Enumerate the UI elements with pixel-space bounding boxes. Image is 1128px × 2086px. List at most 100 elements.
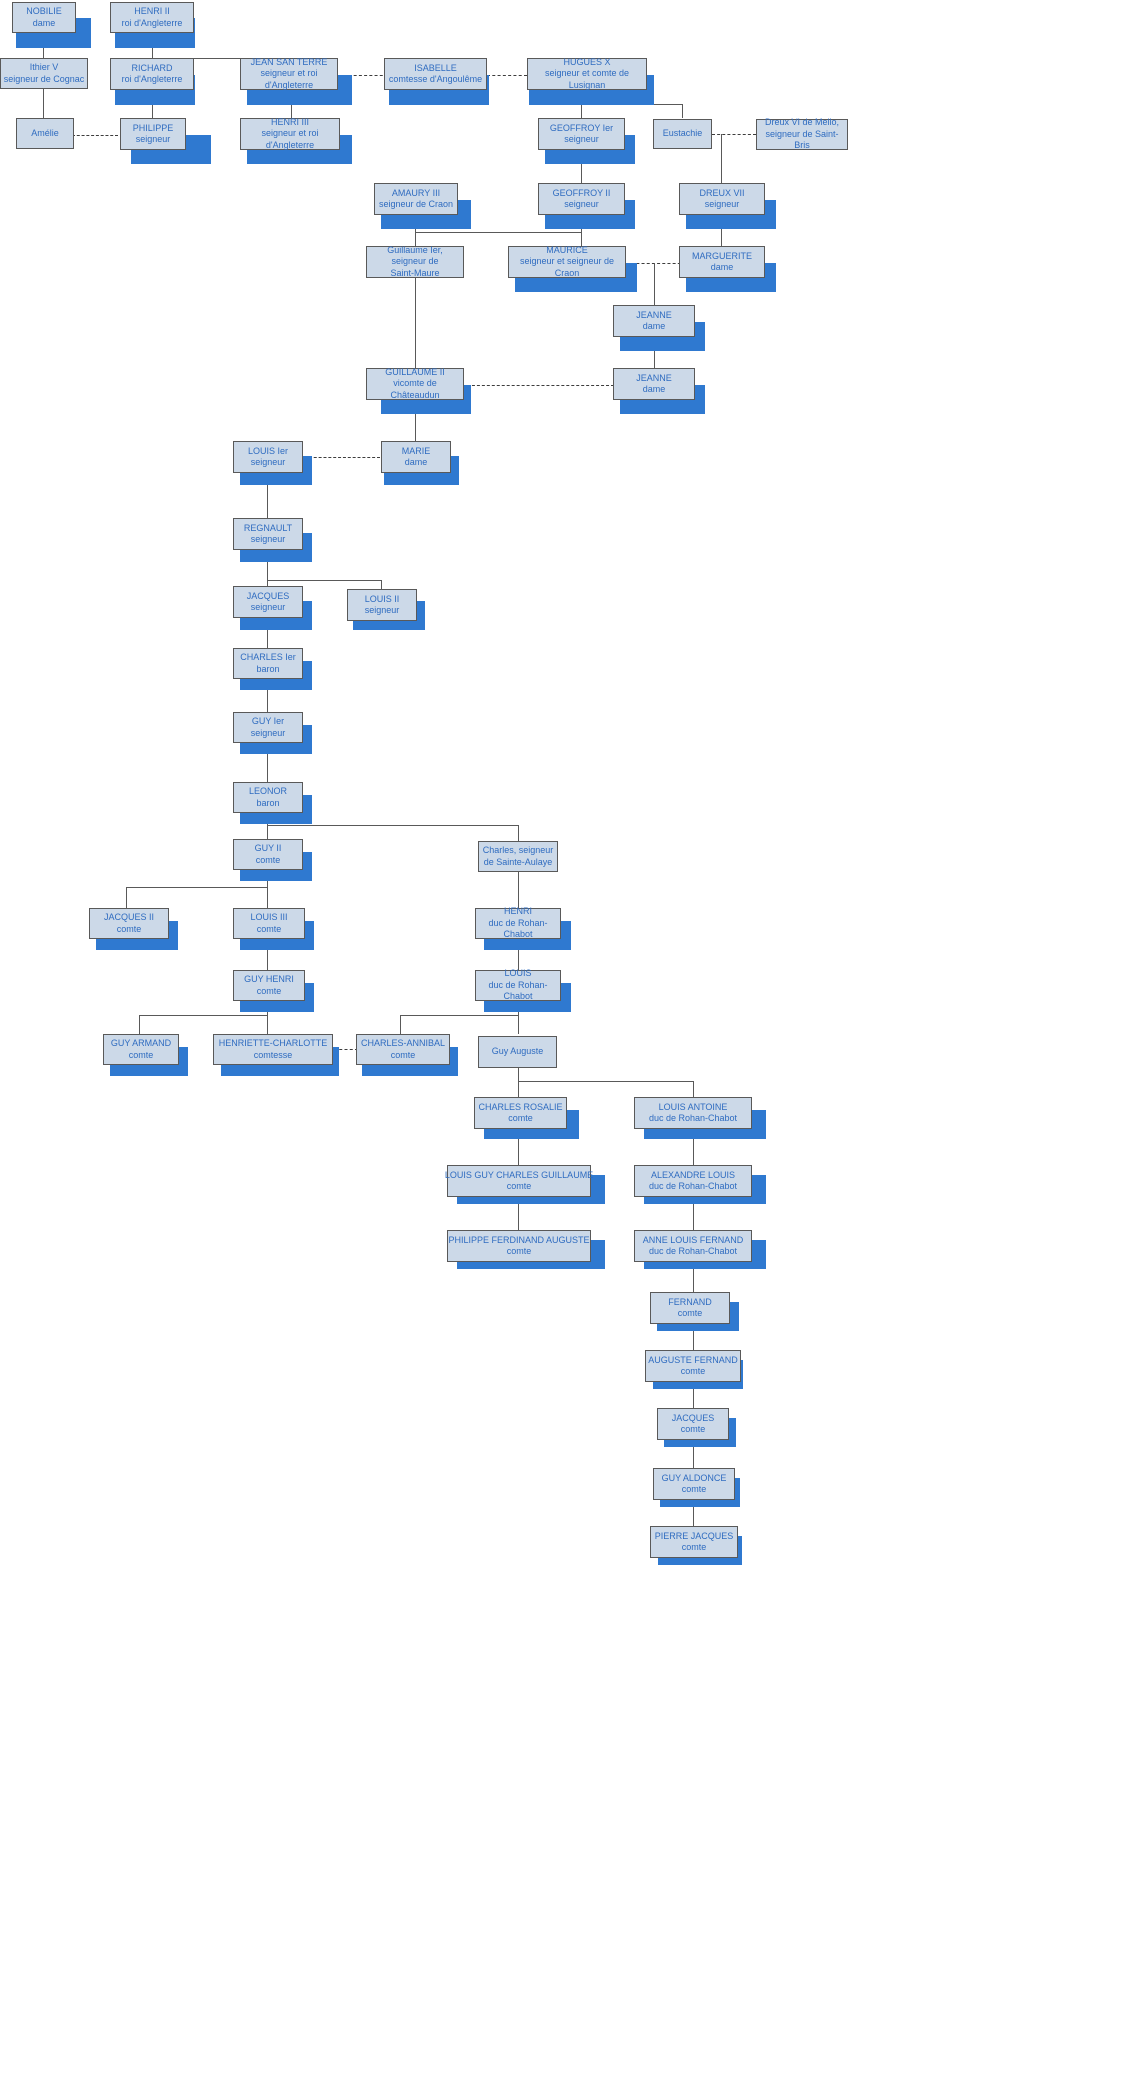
person-node-nobilie[interactable]: NOBILIE dame: [12, 2, 76, 33]
person-node-louis2[interactable]: LOUIS II seigneur: [347, 589, 417, 621]
person-node-huguesx[interactable]: HUGUES X seigneur et comte de Lusignan: [527, 56, 647, 90]
person-node-henri-rohan-chabot[interactable]: HENRI duc de Rohan-Chabot: [475, 906, 561, 939]
connector-line: [267, 742, 268, 782]
person-node-fernand[interactable]: FERNAND comte: [650, 1292, 730, 1324]
connector-line: [518, 1129, 519, 1165]
person-title: dame: [32, 17, 56, 28]
person-title: comtesse: [253, 1049, 293, 1060]
connector-line: [693, 1500, 694, 1526]
person-title: roi d'Angleterre: [121, 17, 183, 28]
person-node-regnault[interactable]: REGNAULT seigneur: [233, 518, 303, 550]
person-node-jeanne2[interactable]: JEANNE dame: [613, 368, 695, 400]
person-name: JACQUES: [246, 590, 290, 601]
person-title: dame: [710, 262, 734, 272]
person-node-augustefernand[interactable]: AUGUSTE FERNAND comte: [645, 1350, 741, 1382]
person-title: comte: [506, 1181, 532, 1191]
person-node-eustachie[interactable]: Eustachie: [653, 119, 712, 149]
person-node-richard[interactable]: RICHARD roi d'Angleterre: [110, 58, 194, 90]
connector-line: [126, 887, 127, 908]
person-name: LEONOR: [248, 786, 287, 796]
person-name: REGNAULT: [243, 522, 293, 533]
person-title: seigneur: [564, 199, 599, 209]
person-node-ithier5[interactable]: Ithier V seigneur de Cognac: [0, 58, 88, 89]
person-name: HUGUES X: [563, 56, 611, 67]
marriage-line: [304, 457, 380, 458]
person-node-guillaume1[interactable]: Guillaume Ier, seigneur de Saint-Maure: [366, 245, 464, 278]
person-name: GUY HENRI: [244, 974, 294, 984]
connector-line: [654, 263, 655, 305]
person-node-jeanne1[interactable]: JEANNE dame: [613, 305, 695, 337]
connector-line: [267, 825, 518, 826]
person-node-louisguy[interactable]: LOUIS GUY CHARLES GUILLAUME comte: [445, 1165, 593, 1197]
person-node-guyhenri[interactable]: GUY HENRI comte: [233, 970, 305, 1001]
person-title: de Sainte-Aulaye: [483, 856, 553, 867]
person-node-guy2[interactable]: GUY II comte: [233, 839, 303, 870]
person-title: comte: [506, 1246, 532, 1256]
person-node-louis3[interactable]: LOUIS III comte: [233, 908, 305, 939]
person-node-pierrejacques[interactable]: PIERRE JACQUES comte: [650, 1526, 738, 1558]
connector-line: [267, 939, 268, 971]
person-node-charles1[interactable]: CHARLES Ier baron: [233, 648, 303, 679]
person-node-louisantoine[interactable]: LOUIS ANTOINE duc de Rohan-Chabot: [634, 1097, 752, 1129]
person-node-alexandre[interactable]: ALEXANDRE LOUIS duc de Rohan-Chabot: [634, 1165, 752, 1197]
person-node-dreux7[interactable]: DREUX VII seigneur: [679, 183, 765, 215]
person-title: seigneur: [364, 605, 400, 615]
person-node-louis-rohan-chabot[interactable]: LOUIS duc de Rohan-Chabot: [475, 968, 561, 1002]
person-name: Ithier V: [29, 62, 59, 72]
connector-line: [518, 939, 519, 971]
connector-line: [267, 825, 268, 839]
person-name: LOUIS III: [250, 912, 288, 922]
marriage-line: [462, 385, 614, 386]
person-node-guillaume2[interactable]: GUILLAUME II vicomte de Châteaudun: [366, 367, 464, 400]
person-node-maurice[interactable]: MAURICE seigneur et seigneur de Craon: [508, 245, 626, 278]
person-node-dreux6[interactable]: Dreux VI de Mello, seigneur de Saint-Bri…: [756, 117, 848, 151]
person-node-amaury3[interactable]: AMAURY III seigneur de Craon: [374, 183, 458, 215]
person-node-jacques[interactable]: JACQUES seigneur: [233, 586, 303, 618]
person-title: seigneur: [704, 199, 740, 209]
connector-line: [693, 1262, 694, 1292]
person-node-guyauguste[interactable]: Guy Auguste: [478, 1036, 557, 1068]
person-node-geoffroy2[interactable]: GEOFFROY II seigneur: [538, 183, 625, 215]
person-title: comte: [390, 1049, 416, 1060]
connector-line: [693, 1129, 694, 1165]
person-title: comte: [255, 854, 281, 865]
person-name: GUY ALDONCE: [661, 1472, 727, 1483]
connector-line: [518, 1197, 519, 1230]
person-node-philippe[interactable]: PHILIPPE seigneur: [120, 118, 186, 150]
person-node-leonor[interactable]: LEONOR baron: [233, 782, 303, 813]
connector-line: [693, 1324, 694, 1350]
person-node-guy1[interactable]: GUY Ier seigneur: [233, 712, 303, 743]
person-node-philippe-ferdinand-auguste[interactable]: PHILIPPE FERDINAND AUGUSTE comte: [447, 1230, 591, 1262]
person-title: seigneur et roi d'Angleterre: [261, 128, 319, 150]
person-node-jeansanterre[interactable]: JEAN SAN TERRE seigneur et roi d'Anglete…: [240, 57, 338, 90]
connector-line: [415, 232, 581, 233]
person-node-henri2[interactable]: HENRI II roi d'Angleterre: [110, 2, 194, 33]
person-node-marie[interactable]: MARIE dame: [381, 441, 451, 473]
person-node-guyarmand[interactable]: GUY ARMAND comte: [103, 1034, 179, 1065]
person-title: seigneur de Saint-Bris: [765, 128, 839, 151]
person-node-guyaldonce[interactable]: GUY ALDONCE comte: [653, 1468, 735, 1500]
connector-line: [415, 232, 416, 246]
person-node-charlesrosalie[interactable]: CHARLES ROSALIE comte: [474, 1097, 567, 1129]
person-name: HENRIETTE-CHARLOTTE: [218, 1038, 328, 1048]
person-node-annelouis[interactable]: ANNE LOUIS FERNAND duc de Rohan-Chabot: [634, 1230, 752, 1262]
connector-line: [581, 232, 582, 246]
person-node-jacques2[interactable]: JACQUES II comte: [89, 908, 169, 939]
person-node-geoffroy1[interactable]: GEOFFROY Ier seigneur: [538, 118, 625, 150]
person-node-charles-annibal[interactable]: CHARLES-ANNIBAL comte: [356, 1034, 450, 1065]
connector-line: [721, 215, 722, 246]
person-title: duc de Rohan-Chabot: [488, 979, 548, 1002]
person-node-louis1[interactable]: LOUIS Ier seigneur: [233, 441, 303, 473]
person-title: dame: [404, 457, 428, 467]
person-node-jacques3[interactable]: JACQUES comte: [657, 1408, 729, 1440]
connector-line: [400, 1015, 401, 1034]
person-node-charles-sainte-aulaye[interactable]: Charles, seigneur de Sainte-Aulaye: [478, 841, 558, 872]
person-node-amelie[interactable]: Amélie: [16, 118, 74, 149]
person-node-isabelle[interactable]: ISABELLE comtesse d'Angoulême: [384, 58, 487, 90]
person-node-henri3[interactable]: HENRI III seigneur et roi d'Angleterre: [240, 117, 340, 150]
person-node-marguerite[interactable]: MARGUERITE dame: [679, 246, 765, 278]
connector-line: [721, 134, 722, 183]
connector-line: [581, 150, 582, 183]
person-name: ALEXANDRE LOUIS: [650, 1169, 736, 1180]
person-node-henriette-charlotte[interactable]: HENRIETTE-CHARLOTTE comtesse: [213, 1034, 333, 1065]
